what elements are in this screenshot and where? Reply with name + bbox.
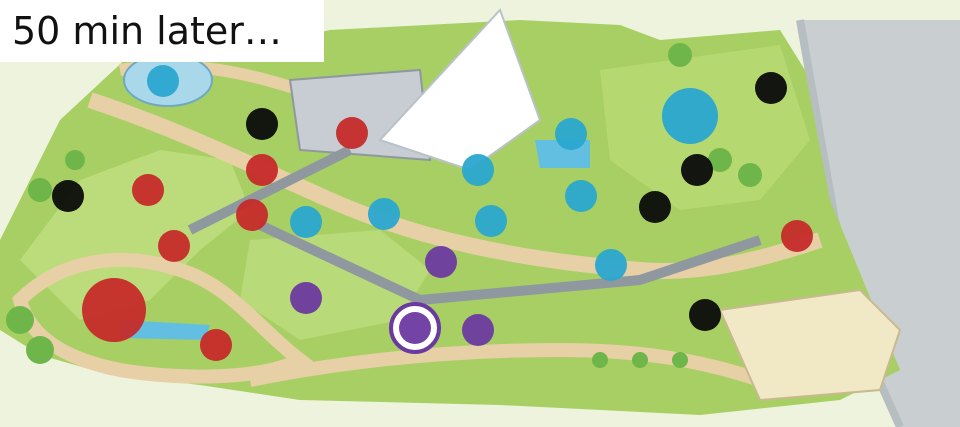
marker-blue-13 [565, 180, 597, 212]
marker-red-5 [158, 230, 190, 262]
marker-blue-17 [595, 249, 627, 281]
marker-black-22 [246, 108, 278, 140]
pond-left [120, 320, 210, 340]
amphitheater [718, 288, 902, 402]
marker-black-23 [52, 180, 84, 212]
walkway-2 [257, 220, 762, 306]
marker-black-26 [639, 191, 671, 223]
time-caption: 50 min later… [0, 0, 324, 62]
marker-red-8 [781, 220, 813, 252]
marker-red-7 [200, 329, 232, 361]
marker-blue-11 [662, 88, 718, 144]
tent-roof [378, 8, 542, 172]
marker-layer [52, 65, 813, 361]
path-loop-left [12, 253, 314, 384]
marker-red-1 [132, 174, 164, 206]
marker-purple-18 [425, 246, 457, 278]
marker-black-24 [755, 72, 787, 104]
trees [6, 43, 762, 368]
walkway-1 [187, 145, 353, 235]
marker-purple-19 [290, 282, 322, 314]
marker-blue-9 [147, 65, 179, 97]
marker-red-6 [82, 278, 146, 342]
marker-blue-12 [462, 154, 494, 186]
marker-red-2 [246, 154, 278, 186]
path-main [87, 92, 823, 279]
marker-blue-10 [555, 118, 587, 150]
path-lower [248, 342, 763, 387]
marker-purple-21 [399, 312, 431, 344]
marker-red-3 [336, 117, 368, 149]
road [800, 20, 960, 427]
marker-blue-15 [290, 206, 322, 238]
marker-blue-14 [368, 198, 400, 230]
marker-blue-16 [475, 205, 507, 237]
marker-red-4 [236, 199, 268, 231]
marker-black-27 [689, 299, 721, 331]
marker-black-25 [681, 154, 713, 186]
lawn-center [240, 230, 430, 340]
marker-purple-20 [462, 314, 494, 346]
